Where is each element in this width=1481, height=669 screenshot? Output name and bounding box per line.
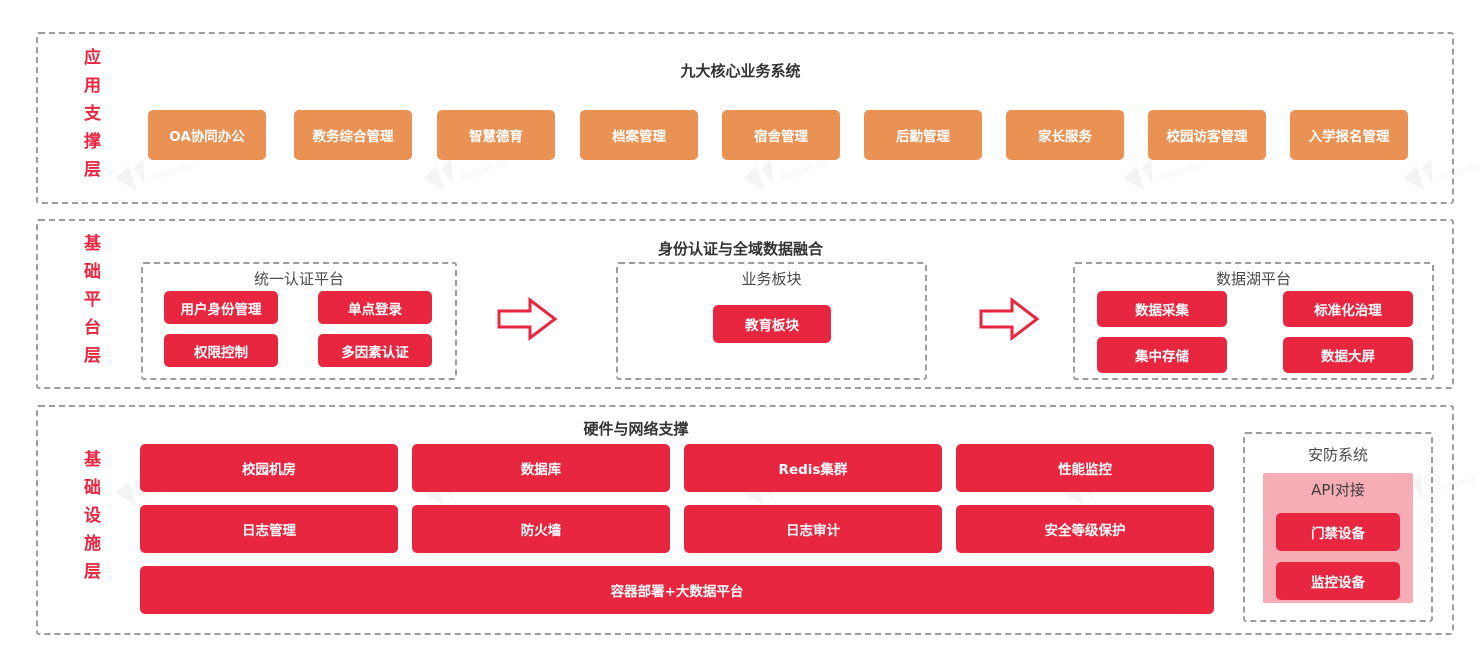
infra-chip-log-audit[interactable]: 日志审计	[684, 505, 942, 553]
unified-auth-platform-panel	[141, 262, 457, 380]
app-chip-dormitory[interactable]: 宿舍管理	[722, 110, 840, 160]
security-system-panel	[1243, 432, 1433, 622]
infra-chip-performance-monitor[interactable]: 性能监控	[956, 444, 1214, 492]
base-platform-layer-label: 基础平台层	[80, 234, 100, 374]
business-module-panel	[616, 262, 927, 380]
infra-chip-container-bigdata[interactable]: 容器部署+大数据平台	[140, 566, 1214, 614]
data-lake-platform-title: 数据湖平台	[1215, 270, 1291, 288]
datalake-chip-storage[interactable]: 集中存储	[1097, 337, 1227, 373]
infrastructure-layer	[36, 405, 1454, 635]
business-module-title: 业务板块	[741, 270, 802, 288]
infra-chip-firewall[interactable]: 防火墙	[412, 505, 670, 553]
arrow-right-icon	[978, 296, 1040, 342]
security-chip-surveillance[interactable]: 监控设备	[1276, 562, 1400, 600]
data-lake-platform-panel	[1073, 262, 1434, 380]
infra-chip-security-grade[interactable]: 安全等级保护	[956, 505, 1214, 553]
security-chip-access-control[interactable]: 门禁设备	[1276, 513, 1400, 551]
application-support-layer	[36, 32, 1454, 204]
infra-chip-redis-cluster[interactable]: Redis集群	[684, 444, 942, 492]
business-chip-education[interactable]: 教育板块	[713, 305, 831, 343]
security-system-title: 安防系统	[1307, 446, 1368, 464]
infra-chip-database[interactable]: 数据库	[412, 444, 670, 492]
base-platform-layer	[36, 219, 1454, 389]
api-integration-title: API对接	[1311, 481, 1365, 499]
arrow-right-icon	[496, 296, 558, 342]
base-platform-layer-title: 身份认证与全域数据融合	[657, 240, 823, 258]
app-chip-logistics[interactable]: 后勤管理	[864, 110, 982, 160]
application-support-layer-label: 应用支撑层	[80, 48, 100, 188]
app-chip-oa[interactable]: OA协同办公	[148, 110, 266, 160]
unified-auth-platform-title: 统一认证平台	[253, 270, 344, 288]
datalake-chip-governance[interactable]: 标准化治理	[1283, 291, 1413, 327]
app-chip-parent-service[interactable]: 家长服务	[1006, 110, 1124, 160]
auth-chip-sso[interactable]: 单点登录	[318, 291, 432, 324]
app-chip-moral-edu[interactable]: 智慧德育	[437, 110, 555, 160]
infrastructure-layer-title: 硬件与网络支撑	[583, 420, 689, 438]
infra-chip-log-management[interactable]: 日志管理	[140, 505, 398, 553]
datalake-chip-collection[interactable]: 数据采集	[1097, 291, 1227, 327]
infrastructure-layer-label: 基础设施层	[80, 450, 100, 590]
application-support-layer-title: 九大核心业务系统	[680, 62, 801, 80]
datalake-chip-dashboard[interactable]: 数据大屏	[1283, 337, 1413, 373]
auth-chip-mfa[interactable]: 多因素认证	[318, 334, 432, 367]
app-chip-archive[interactable]: 档案管理	[580, 110, 698, 160]
app-chip-visitor[interactable]: 校园访客管理	[1148, 110, 1266, 160]
app-chip-academic[interactable]: 教务综合管理	[294, 110, 412, 160]
auth-chip-user-identity[interactable]: 用户身份管理	[164, 291, 278, 324]
infra-chip-server-room[interactable]: 校园机房	[140, 444, 398, 492]
auth-chip-permission[interactable]: 权限控制	[164, 334, 278, 367]
app-chip-enrollment[interactable]: 入学报名管理	[1290, 110, 1408, 160]
